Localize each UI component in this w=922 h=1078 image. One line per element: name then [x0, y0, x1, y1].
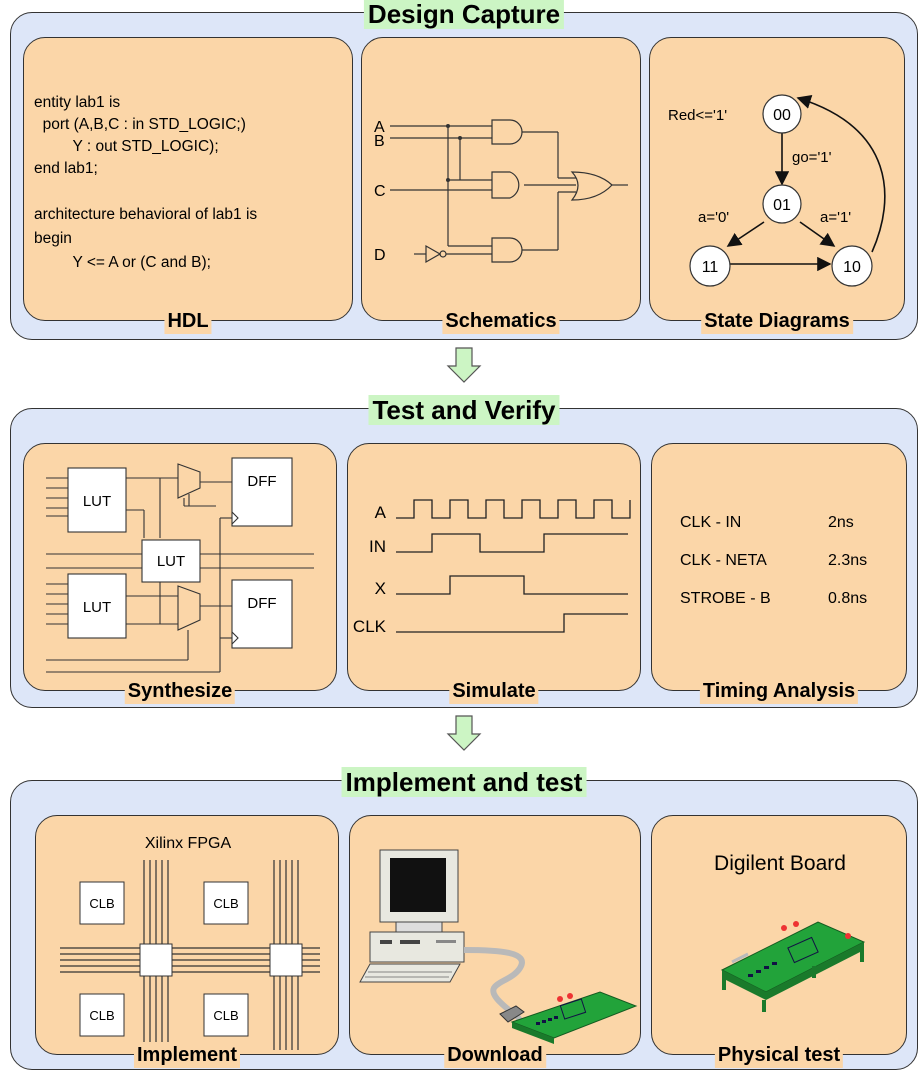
timing-path: CLK - NETA	[680, 552, 767, 569]
download-card: Download	[349, 815, 641, 1068]
timing-card: CLK - IN 2ns CLK - NETA 2.3ns STROBE - B…	[651, 443, 907, 704]
timing-row: CLK - NETA 2.3ns	[680, 552, 900, 574]
wave-in	[396, 533, 628, 553]
fpga-layout: Xilinx FPGA	[60, 835, 320, 1050]
design-capture-title: Design Capture	[363, 0, 565, 29]
timing-path: CLK - IN	[680, 514, 742, 531]
schematics-label: Schematics	[442, 308, 560, 334]
schematic-input-d: D	[374, 247, 386, 264]
physical-test-card: Digilent Board Physical test	[651, 815, 907, 1068]
hdl-code-line: end lab1;	[34, 160, 98, 177]
wave-a	[396, 499, 631, 519]
timing-delay: 2.3ns	[828, 552, 868, 569]
schematic-diagram: A B C D	[374, 119, 628, 264]
schematic-input-c: C	[374, 183, 386, 200]
lut-block: LUT	[83, 493, 111, 510]
wave-x	[396, 575, 628, 595]
keyboard-icon	[359, 963, 461, 983]
state-11: 11	[702, 259, 719, 276]
test-verify-title: Test and Verify	[368, 395, 560, 425]
signal-in: IN	[369, 537, 386, 556]
clb-block: CLB	[213, 1008, 238, 1023]
state-10: 10	[843, 259, 861, 276]
transition-a0: a='0'	[698, 209, 729, 226]
synthesize-card: LUT LUT LUT DFF DFF Synthesize	[23, 443, 337, 704]
implement-label: Implement	[133, 1042, 241, 1068]
synthesize-label: Synthesize	[124, 678, 236, 704]
timing-analysis-label: Timing Analysis	[699, 678, 859, 704]
clb-block: CLB	[213, 896, 238, 911]
wave-clk	[396, 613, 628, 633]
timing-delay: 0.8ns	[828, 590, 868, 607]
signal-a: A	[375, 503, 387, 522]
state-diagrams-label: State Diagrams	[701, 308, 853, 334]
schematic-input-a: A	[374, 119, 385, 136]
transition-a1: a='1'	[820, 209, 851, 226]
dff-block: DFF	[247, 595, 276, 612]
lut-block: LUT	[83, 599, 111, 616]
signal-x: X	[375, 579, 386, 598]
simulate-card: A IN X CLK Simulate	[347, 443, 641, 704]
computer-board-illustration	[359, 849, 638, 1044]
implement-test-section: Implement and test Xilinx FPGA	[10, 767, 918, 1070]
hdl-code-line: port (A,B,C : in STD_LOGIC;)	[34, 116, 246, 133]
clb-block: CLB	[89, 896, 114, 911]
down-arrow-icon	[446, 715, 482, 751]
fpga-title: Xilinx FPGA	[145, 835, 232, 852]
hdl-code-line: entity lab1 is	[34, 94, 121, 111]
design-capture-section: Design Capture entity lab1 is port (A,B,…	[10, 0, 918, 340]
digilent-board-title: Digilent Board	[714, 852, 846, 875]
hdl-label: HDL	[164, 308, 212, 334]
lut-block: LUT	[157, 553, 185, 570]
physical-test-label: Physical test	[714, 1042, 844, 1068]
hdl-code-line: begin	[34, 230, 72, 247]
signal-clk: CLK	[353, 617, 387, 636]
digilent-board-icon	[720, 921, 866, 1012]
synthesis-netlist: LUT LUT LUT DFF DFF	[46, 457, 314, 673]
hdl-card: entity lab1 is port (A,B,C : in STD_LOGI…	[23, 37, 353, 334]
transition-go: go='1'	[792, 149, 832, 166]
state-diagram: 00 01 11 10 Red<='1' go='1' a='0' a='1'	[668, 94, 886, 287]
timing-row: CLK - IN 2ns	[680, 514, 900, 536]
simulate-label: Simulate	[449, 678, 539, 704]
waveform-diagram: A IN X CLK	[353, 499, 631, 636]
state-output-annotation: Red<='1'	[668, 107, 727, 124]
schematics-card: A B C D Schematics	[361, 37, 641, 334]
dff-block: DFF	[247, 473, 276, 490]
state-01: 01	[773, 197, 791, 214]
hdl-code-line: Y : out STD_LOGIC);	[34, 138, 219, 155]
hdl-code-line: Y <= A or (C and B);	[34, 254, 211, 271]
state-00: 00	[773, 107, 791, 124]
hdl-code-line: architecture behavioral of lab1 is	[34, 206, 258, 223]
timing-row: STROBE - B 0.8ns	[680, 590, 900, 612]
clb-block: CLB	[89, 1008, 114, 1023]
down-arrow-icon	[446, 347, 482, 383]
timing-delay: 2ns	[828, 514, 854, 531]
schematic-input-b: B	[374, 133, 385, 150]
test-verify-section: Test and Verify	[10, 395, 918, 708]
implement-test-title: Implement and test	[341, 767, 587, 797]
timing-path: STROBE - B	[680, 590, 771, 607]
implement-card: Xilinx FPGA	[35, 815, 339, 1068]
state-diagrams-card: 00 01 11 10 Red<='1' go='1' a='0' a='1' …	[649, 37, 905, 334]
download-label: Download	[444, 1042, 546, 1068]
